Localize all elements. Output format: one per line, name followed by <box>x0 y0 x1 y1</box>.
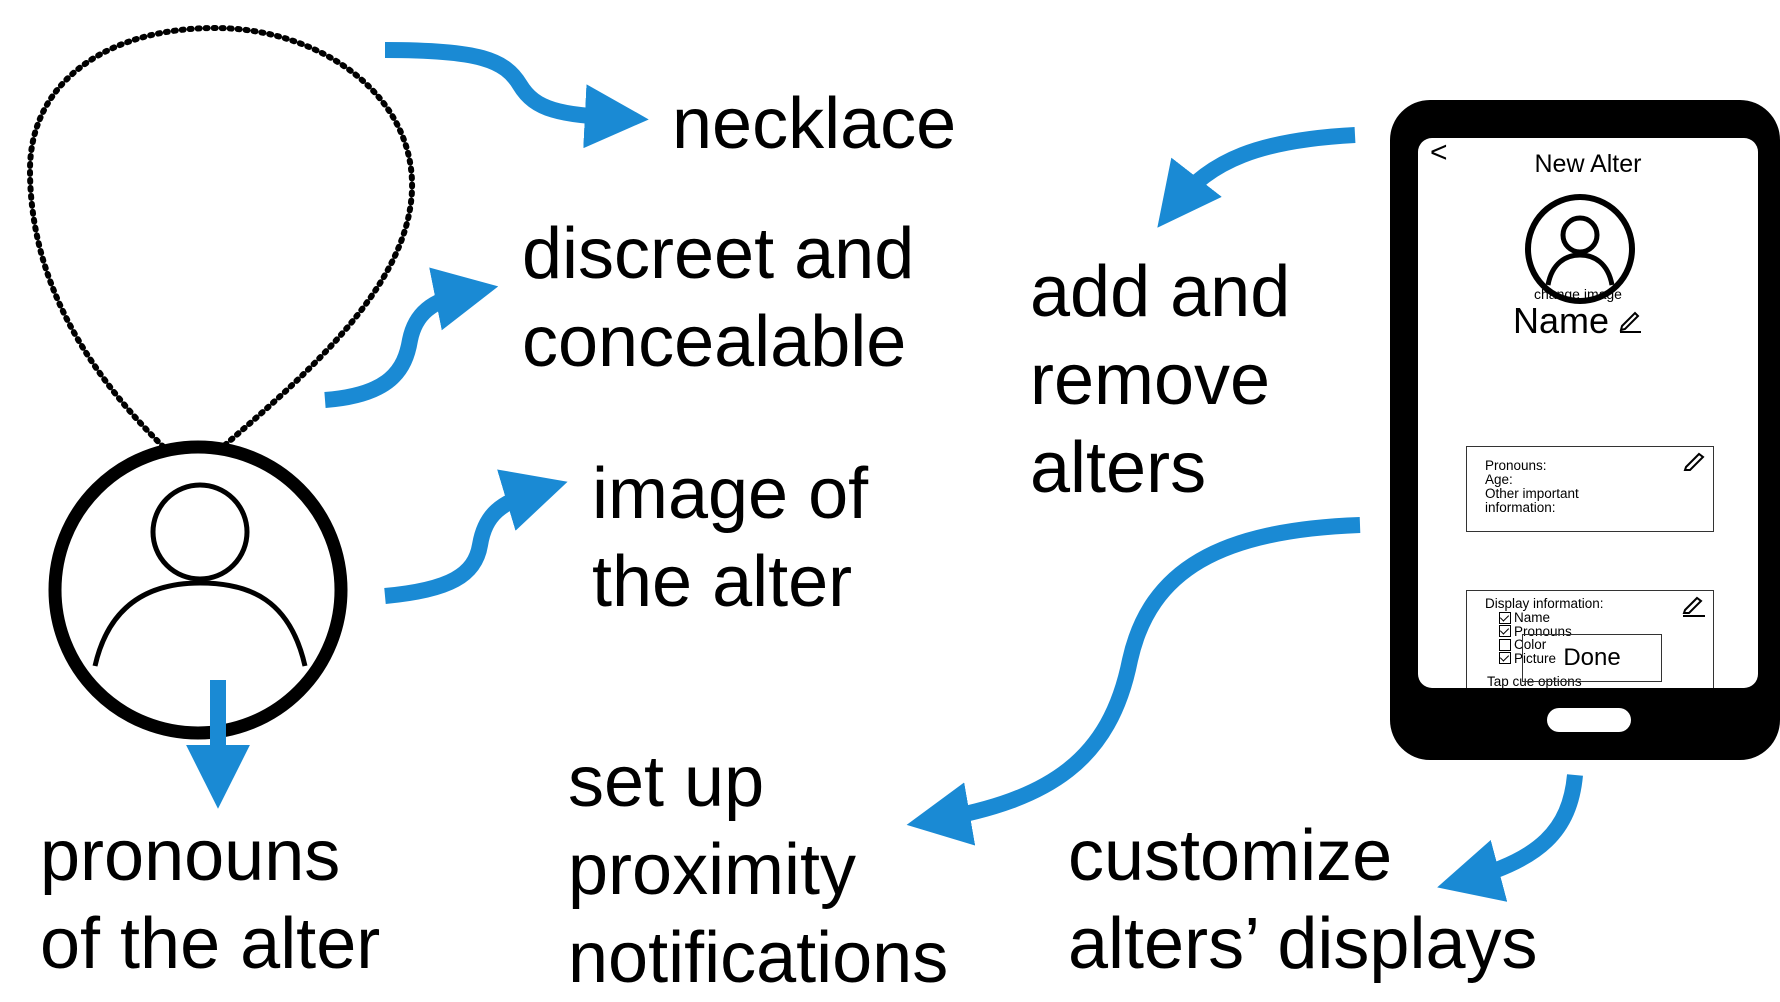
edit-info-icon[interactable] <box>1683 451 1707 476</box>
arrow-add <box>1157 127 1356 228</box>
info-text: Pronouns: Age: Other important informati… <box>1485 458 1579 515</box>
display-title: Display information: <box>1485 596 1604 611</box>
label-add: add and remove alters <box>1030 252 1291 508</box>
back-icon[interactable]: < <box>1430 138 1448 169</box>
profile-avatar-icon[interactable] <box>1524 193 1636 305</box>
change-image-link[interactable]: change image <box>1534 286 1622 302</box>
home-button[interactable] <box>1547 708 1631 732</box>
edit-display-icon[interactable] <box>1681 595 1707 622</box>
arrow-necklace <box>384 42 649 149</box>
display-options: Display information: Name Pronouns Color… <box>1485 597 1604 665</box>
label-customize: customize alters’ displays <box>1068 816 1538 984</box>
info-box: Pronouns: Age: Other important informati… <box>1466 446 1714 532</box>
done-button[interactable]: Done <box>1522 634 1662 682</box>
arrow-customize <box>1437 774 1583 902</box>
label-discreet: discreet and concealable <box>522 214 915 382</box>
checkbox-picture[interactable]: Picture <box>1499 651 1604 666</box>
checkbox-icon[interactable] <box>1499 638 1511 651</box>
phone-screen: < New Alter change image Name Pronouns: … <box>1418 138 1758 688</box>
edit-name-icon[interactable] <box>1617 300 1643 342</box>
name-field[interactable]: Name <box>1418 300 1738 342</box>
label-pronouns: pronouns of the alter <box>40 816 381 984</box>
arrow-setup <box>906 517 1361 846</box>
screen-title: New Alter <box>1534 150 1642 178</box>
arrow-image <box>384 469 568 604</box>
display-box: Display information: Name Pronouns Color… <box>1466 590 1714 688</box>
label-necklace: necklace <box>672 84 957 164</box>
label-image: image of the alter <box>592 454 869 622</box>
arrow-discreet <box>324 267 499 408</box>
checkbox-icon[interactable] <box>1499 611 1511 624</box>
checkbox-icon[interactable] <box>1499 652 1511 665</box>
phone-mockup: < New Alter change image Name Pronouns: … <box>1390 100 1780 760</box>
checkbox-icon[interactable] <box>1499 625 1511 638</box>
pendant-avatar-icon <box>48 440 348 740</box>
checkbox-name[interactable]: Name <box>1499 611 1604 625</box>
label-setup: set up proximity notifications <box>568 742 949 998</box>
necklace-chain <box>26 24 416 461</box>
name-text: Name <box>1512 300 1610 341</box>
